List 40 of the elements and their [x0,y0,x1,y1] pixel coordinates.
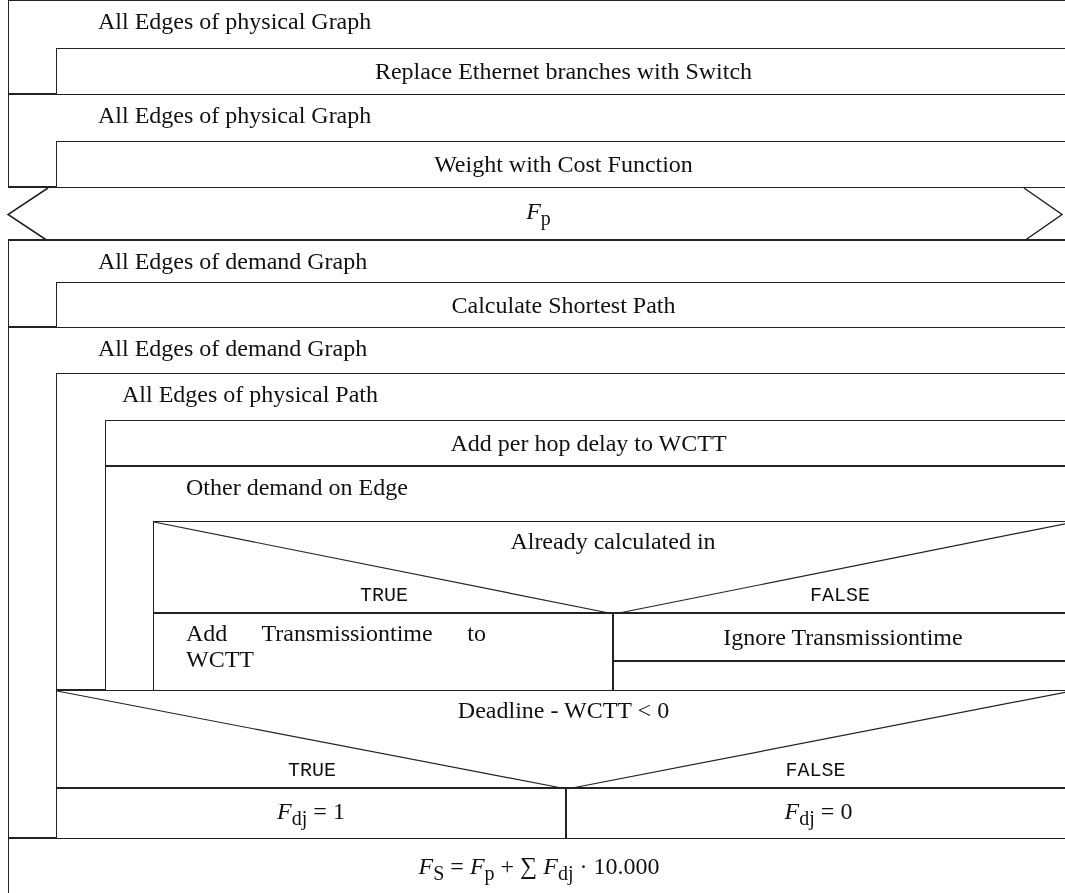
process-block [56,48,1065,95]
loop-block [8,240,1065,327]
branch-label: TRUE [288,761,336,781]
statement-text: Replace Ethernet branches with Switch [374,58,753,85]
branch-label: FALSE [810,586,870,606]
statement-text: Add per hop delay to WCTT [450,429,727,457]
loop-condition: All Edges of demand Graph [98,249,368,273]
statement-text: Ignore Transmissiontime [723,623,963,651]
statement-text: F$_{S}$ = F$_{p}$ + ∑ F$_{dj}$ · 10.000 [418,852,660,884]
decision-block [153,521,1065,613]
call-block [8,187,1065,240]
statement-text: Weight with Cost Function [434,151,693,178]
loop-condition: All Edges of physical Graph [98,9,372,33]
condition-text: Already calculated in [509,528,717,555]
call-text: F$_{p}$ [526,198,551,229]
process-block [56,282,1065,328]
loop-block [8,94,1065,187]
loop-condition: All Edges of physical Graph [98,103,372,127]
statement-text: Calculate Shortest Path [451,291,676,319]
statement-text: F$_{dj}$ = 1 [277,798,345,829]
process-block [56,788,566,839]
loop-block [105,466,1065,691]
loop-block [8,0,1065,94]
process-block [105,420,1065,466]
empty-block [613,661,1065,692]
process-block [566,788,1065,839]
branch-label: TRUE [360,586,408,606]
loop-condition: All Edges of physical Path [122,382,378,406]
loop-condition: All Edges of demand Graph [98,336,368,360]
decision-block [56,690,1065,788]
statement-text: F$_{dj}$ = 0 [784,798,853,829]
loop-condition: Other demand on Edge [186,475,408,499]
process-block [613,613,1065,661]
process-block [153,613,613,692]
process-block [56,141,1065,188]
condition-text: Deadline - WCTT < 0 [456,697,671,724]
loop-block [56,373,1065,690]
loop-block [8,327,1065,838]
statement-text: Add Transmissiontime to WCTT [186,620,486,673]
branch-label: FALSE [785,761,846,781]
